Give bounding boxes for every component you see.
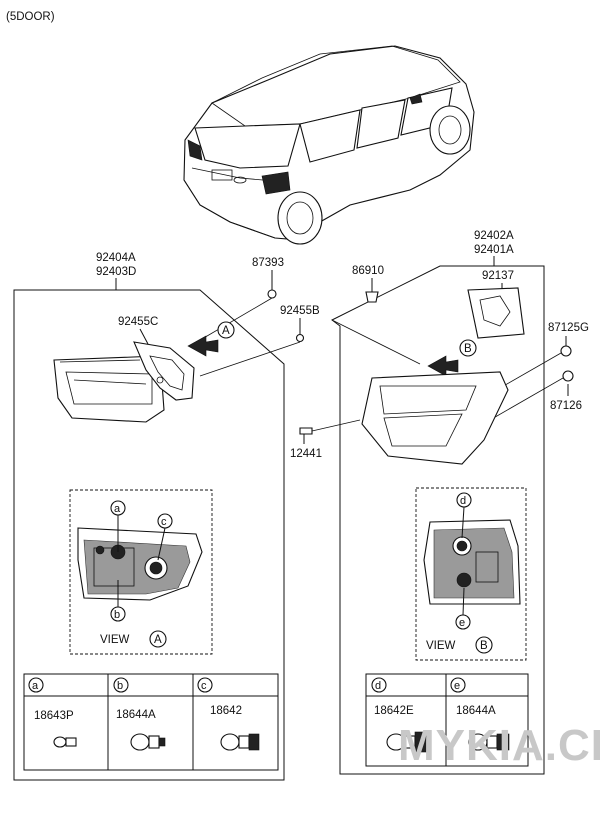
left-part-number-1: 92404A — [96, 252, 136, 264]
bulb-icon-b — [130, 733, 166, 751]
bulb-icon-c — [220, 733, 260, 751]
view-b-marker: B — [480, 640, 488, 652]
view-b-point-d: d — [460, 495, 466, 507]
right-tail-lamp-group: 92402A 92401A 92137 86910 87125G 87126 B… — [290, 230, 589, 775]
bulb-left-part-a: 18643P — [34, 710, 74, 722]
left-callout-screw: 87393 — [252, 257, 284, 269]
bulb-right-key-e: e — [454, 680, 460, 692]
right-callout-gasket: 92137 — [482, 270, 514, 282]
variant-label: (5DOOR) — [6, 11, 55, 23]
bulb-right-key-d: d — [375, 680, 381, 692]
right-view-marker-callout: B — [464, 343, 472, 355]
view-a-point-c: c — [161, 516, 167, 528]
view-b-point-e: e — [459, 617, 465, 629]
right-callout-screw-b: 87126 — [550, 400, 582, 412]
bulb-left-part-b: 18644A — [116, 709, 156, 721]
right-part-number-1: 92402A — [474, 230, 514, 242]
right-callout-bolt: 12441 — [290, 448, 322, 460]
right-callout-clip: 86910 — [352, 265, 384, 277]
left-callout-gasket: 92455C — [118, 316, 158, 328]
bulb-right-part-d: 18642E — [374, 705, 414, 717]
left-part-number-2: 92403D — [96, 266, 136, 278]
view-a-marker: A — [154, 634, 162, 646]
bulb-icon-e — [468, 733, 510, 751]
bulb-left-key-c: c — [201, 680, 207, 692]
bulb-left-part-c: 18642 — [210, 705, 242, 717]
left-callout-nut: 92455B — [280, 305, 320, 317]
view-b-label: VIEW — [426, 640, 456, 652]
bulb-icon-a — [53, 736, 77, 748]
view-a-point-b: b — [114, 609, 120, 621]
left-view-marker-callout: A — [222, 325, 230, 337]
bulb-table-right: d 18642E e 18644A — [365, 673, 529, 767]
bulb-icon-d — [386, 731, 432, 753]
bulb-right-part-e: 18644A — [456, 705, 496, 717]
bulb-left-key-a: a — [32, 680, 39, 692]
right-part-number-2: 92401A — [474, 244, 514, 256]
bulb-left-key-b: b — [117, 680, 123, 692]
car-illustration — [183, 45, 475, 245]
view-a-lamp — [77, 527, 203, 601]
right-callout-screw-a: 87125G — [548, 322, 589, 334]
left-tail-lamp-group: 92404A 92403D 87393 92455C 92455B A — [13, 252, 320, 781]
view-a-label: VIEW — [100, 634, 130, 646]
view-b-lamp — [423, 519, 521, 605]
watermark: MYKIA.CLUB — [398, 721, 600, 770]
bulb-table-left: a 18643P b 18644A c 18642 — [23, 673, 279, 771]
view-a-point-a: a — [114, 503, 121, 515]
